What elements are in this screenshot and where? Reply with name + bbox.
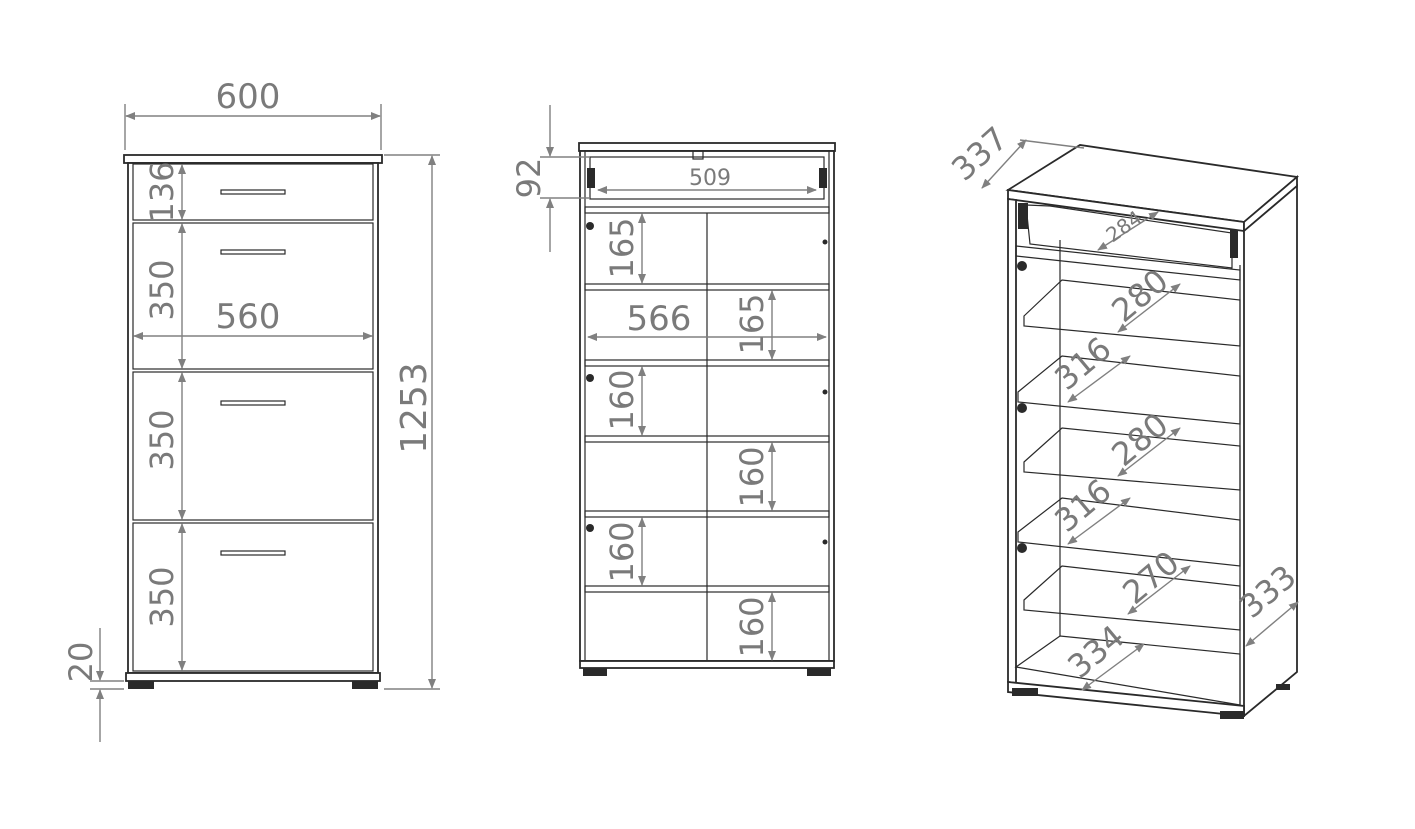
dim-shelf-2: 316: [1047, 329, 1118, 397]
dim-top-depth: 337: [944, 119, 1015, 188]
handle-2: [220, 249, 286, 255]
persp-bottom-edge: [1007, 681, 1245, 717]
dim-right-comp-1: 165: [733, 293, 771, 354]
persp-shelves: [1015, 245, 1241, 631]
inside-foot-left: [583, 668, 607, 676]
handle-1: [220, 189, 286, 195]
front-flap-2: [132, 371, 374, 521]
dim-inside-width: 566: [627, 299, 692, 339]
persp-left-edge: [1007, 197, 1017, 685]
front-carcass: [127, 162, 379, 674]
dim-left-comp-1: 165: [603, 217, 641, 278]
dim-shelf-3: 280: [1104, 405, 1175, 473]
dim-bottom-depth: 334: [1060, 617, 1131, 685]
dim-flap-1: 350: [143, 259, 181, 320]
dim-flap-2: 350: [143, 409, 181, 470]
front-flap-3: [132, 522, 374, 672]
drawer-runner-left: [587, 168, 595, 188]
dim-right-comp-2: 160: [733, 446, 771, 507]
dim-inner-width: 560: [216, 297, 281, 337]
inside-plinth: [579, 660, 835, 669]
dim-shelf-4: 316: [1047, 471, 1118, 539]
handle-4: [220, 550, 286, 556]
hinge-2: [586, 374, 594, 382]
dim-plinth-height: 20: [62, 642, 100, 683]
front-foot-right: [352, 681, 378, 689]
dim-left-comp-3: 160: [603, 521, 641, 582]
hinge-1: [586, 222, 594, 230]
hinge-3: [586, 524, 594, 532]
dim-total-height: 1253: [394, 362, 435, 454]
dim-left-comp-2: 160: [603, 369, 641, 430]
persp-right-side: [1243, 184, 1298, 718]
front-flap-1: [132, 222, 374, 370]
dim-flap-3: 350: [143, 566, 181, 627]
perspective-view: 337 284 280 316 280 316 270 334 333: [944, 119, 1304, 719]
front-plinth: [125, 672, 381, 682]
front-drawer: [132, 163, 374, 221]
dim-top-offset: 92: [510, 158, 548, 199]
inside-view: 92 509 566 165 160 160 165 160 160: [510, 105, 836, 676]
dim-drawer-inner-width: 509: [689, 166, 731, 191]
front-view: 600 560 1253 136 350 350 350 20: [62, 77, 440, 742]
dim-right-comp-3: 160: [733, 596, 771, 657]
drawer-runner-right: [819, 168, 827, 188]
inside-foot-right: [807, 668, 831, 676]
drawer-lock: [692, 150, 704, 160]
front-foot-left: [128, 681, 154, 689]
handle-3: [220, 400, 286, 406]
dim-width: 600: [216, 77, 281, 117]
dim-drawer-height: 136: [143, 161, 181, 222]
inside-top-slab: [578, 142, 836, 152]
